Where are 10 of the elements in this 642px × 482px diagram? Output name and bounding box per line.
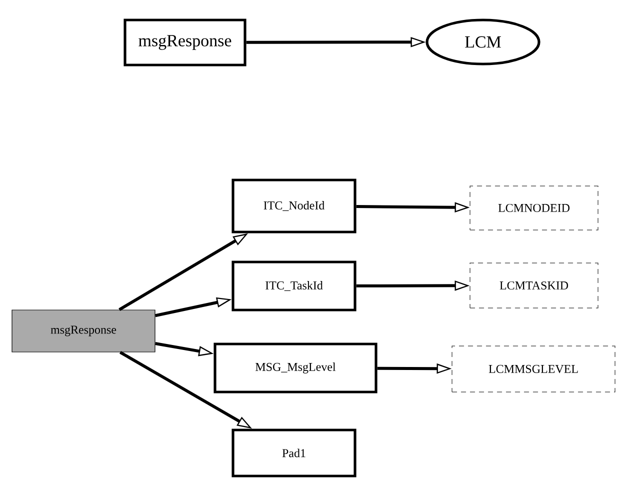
- ellipse-node: LCM: [426, 18, 540, 66]
- dashed-box: LCMNODEID: [470, 186, 598, 230]
- dashed-box: LCMTASKID: [470, 262, 598, 308]
- process-box: ITC_TaskId: [232, 260, 356, 312]
- process-box: MSG_MsgLevel: [214, 342, 378, 394]
- process-box: Pad1: [232, 428, 356, 478]
- process-box: msgResponse: [12, 310, 156, 352]
- dashed-box: LCMMSGLEVEL: [452, 346, 616, 392]
- process-box: ITC_NodeId: [232, 178, 356, 234]
- process-box: msgResponse: [124, 18, 246, 66]
